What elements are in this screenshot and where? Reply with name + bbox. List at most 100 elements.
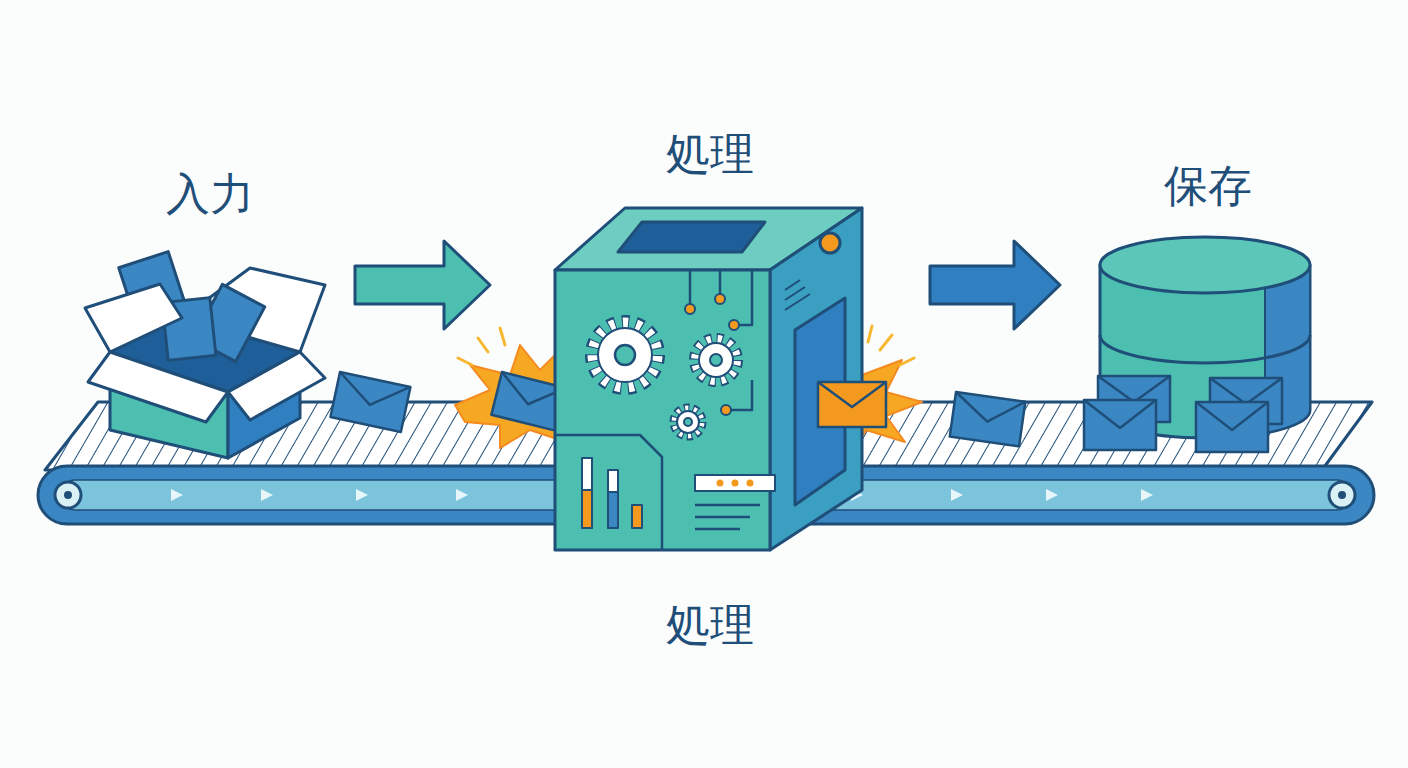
processing-machine — [594, 324, 656, 386]
processing-machine — [555, 435, 662, 550]
conveyor-belt — [171, 489, 183, 501]
processing-machine — [820, 233, 840, 253]
processing-machine — [675, 409, 701, 435]
processing-machine — [695, 504, 760, 507]
processing-machine — [689, 270, 692, 305]
processing-machine — [785, 294, 810, 310]
conveyor-belt — [356, 489, 368, 501]
stage-label: 処理 — [662, 128, 758, 181]
envelope-out — [950, 392, 1026, 446]
processing-machine — [632, 505, 642, 528]
envelope-stack — [1196, 402, 1268, 452]
stage-label: 入力 — [162, 168, 258, 221]
processing-machine — [684, 418, 692, 426]
spark-burst — [478, 338, 488, 352]
processing-machine — [582, 458, 592, 528]
processing-machine — [717, 480, 754, 487]
stage-node: 保存 — [1100, 160, 1315, 435]
conveyor-belt — [1329, 482, 1355, 508]
spark-burst — [868, 326, 872, 342]
processing-machine — [677, 411, 699, 433]
envelope — [335, 372, 411, 412]
processing-machine — [598, 328, 652, 382]
processing-machine — [696, 340, 736, 380]
processing-machine — [785, 280, 800, 290]
input-box — [88, 352, 228, 422]
flow-arrow — [930, 241, 1060, 329]
conveyor-belt — [456, 489, 468, 501]
processing-machine — [719, 270, 722, 295]
processing-machine — [555, 208, 862, 550]
spark-burst — [500, 328, 505, 345]
envelope-stack — [1084, 400, 1156, 428]
envelope-out — [818, 382, 886, 427]
processing-machine — [594, 324, 656, 386]
processing-machine — [732, 480, 739, 487]
processing-machine — [582, 458, 642, 528]
envelope-out — [950, 392, 1026, 446]
processing-machine — [608, 470, 618, 528]
processing-machine — [730, 380, 752, 410]
envelope-stack — [1196, 402, 1268, 452]
input-box — [85, 284, 182, 352]
processing-machine — [582, 490, 592, 528]
envelope-out — [818, 382, 1025, 446]
processing-machine — [699, 343, 733, 377]
processing-machine — [729, 320, 739, 330]
conveyor-belt — [1141, 489, 1153, 501]
input-box — [228, 352, 325, 420]
envelope-out — [818, 382, 886, 407]
conveyor-belt — [64, 491, 72, 499]
processing-machine — [555, 270, 770, 550]
envelope-out — [818, 382, 886, 427]
conveyor-belt — [951, 489, 963, 501]
envelope — [330, 372, 566, 432]
processing-machine — [685, 304, 695, 314]
processing-machine — [695, 528, 740, 531]
processing-machine — [738, 270, 752, 325]
conveyor-belt — [1338, 491, 1346, 499]
processing-machine — [721, 405, 731, 415]
storage-database — [1100, 237, 1310, 293]
spark-burst — [900, 358, 914, 365]
processing-machine — [715, 294, 725, 304]
stage-label: 保存 — [1160, 160, 1256, 213]
envelope-stack — [1084, 376, 1282, 452]
spark-burst — [458, 358, 472, 365]
processing-machine — [608, 492, 618, 528]
storage-database — [1100, 335, 1310, 363]
envelope-stack — [1098, 376, 1170, 402]
stage-label: 処理 — [662, 599, 758, 652]
processing-machine — [618, 222, 765, 252]
processing-machine — [747, 480, 754, 487]
envelope-stack — [1196, 402, 1268, 430]
processing-machine — [695, 475, 775, 491]
processing-machine — [615, 345, 635, 365]
processing-machine — [695, 505, 760, 529]
processing-machine — [696, 340, 736, 380]
flow-arrow — [355, 241, 490, 329]
processing-machine — [695, 516, 750, 519]
envelope-stack — [1210, 378, 1282, 404]
envelope-stack — [1084, 400, 1156, 450]
conveyor-belt — [261, 489, 273, 501]
conveyor-belt — [1046, 489, 1058, 501]
envelope — [330, 372, 410, 432]
envelope-stack — [1084, 400, 1156, 450]
stage-node: 処理処理 — [555, 128, 865, 652]
processing-machine — [717, 480, 724, 487]
processing-machine — [675, 409, 701, 435]
stage-node: 入力 — [85, 168, 335, 458]
spark-burst — [880, 335, 892, 350]
processing-machine — [785, 280, 810, 310]
processing-machine — [685, 294, 739, 415]
processing-machine — [770, 208, 862, 550]
processing-machine — [710, 354, 722, 366]
envelope-out — [953, 392, 1026, 426]
processing-machine — [690, 270, 752, 410]
conveyor-belt — [55, 482, 81, 508]
